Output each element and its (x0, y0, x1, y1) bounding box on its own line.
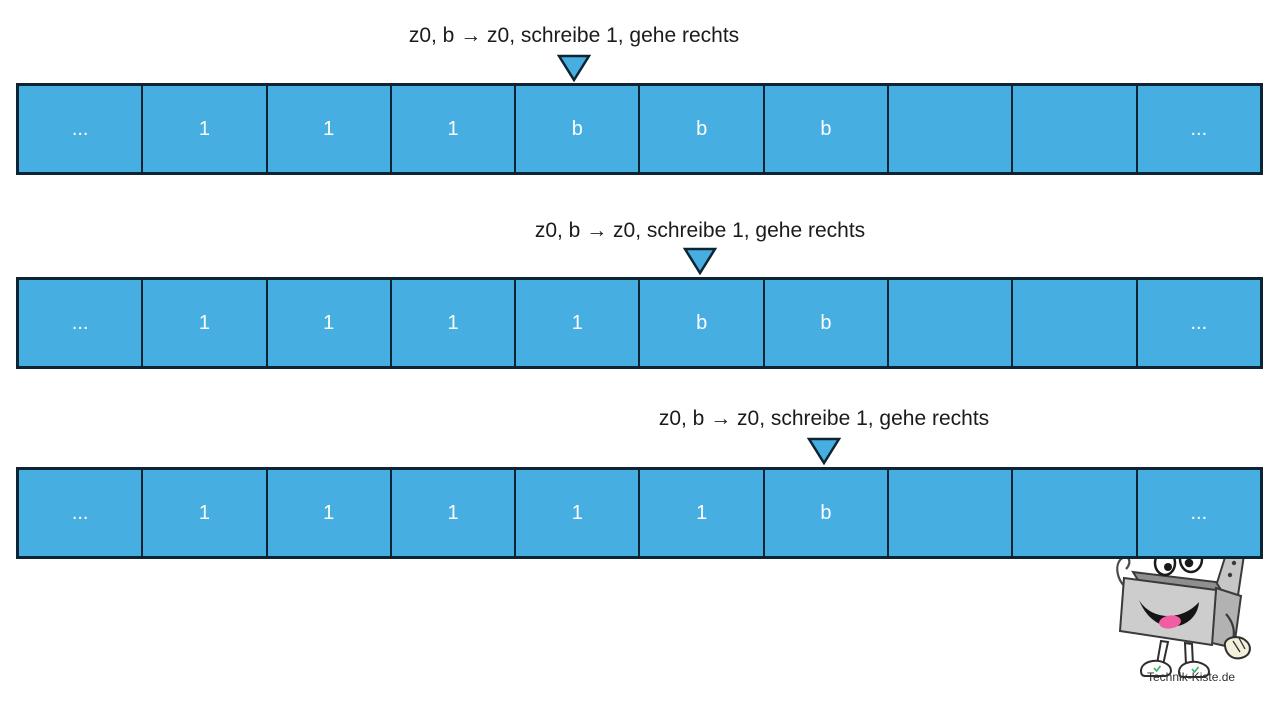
transition-rule-label: z0, b → z0, schreibe 1, gehe rechts (534, 219, 866, 242)
tape-head-pointer-icon (807, 437, 841, 465)
tape-cell: 1 (391, 86, 517, 172)
tape-cell: 1 (143, 86, 268, 172)
tape-cell-head: b (764, 470, 890, 556)
tape-cell (1013, 86, 1138, 172)
tape-cell-head: b (640, 280, 765, 366)
tape-head-pointer-icon (557, 54, 591, 82)
tape-cell: ... (19, 86, 144, 172)
tape-cell (889, 470, 1014, 556)
tape-cell: 1 (143, 280, 268, 366)
tape-head-pointer-icon (683, 247, 717, 275)
watermark-text: Technik-Kiste.de (1147, 670, 1236, 684)
tape-cell (1013, 470, 1138, 556)
tape-cell: b (764, 86, 890, 172)
tape-cell: b (764, 280, 890, 366)
tape-cell: 1 (267, 280, 392, 366)
tape-cell: ... (1137, 86, 1260, 172)
transition-rule-label: z0, b → z0, schreibe 1, gehe rechts (658, 407, 990, 430)
tape-cell: 1 (516, 470, 641, 556)
toolbox-mascot-icon (1116, 546, 1251, 678)
tape-cell: ... (19, 470, 144, 556)
tape-cell: 1 (391, 280, 517, 366)
tape-cell: 1 (391, 470, 517, 556)
tape-row-2: ... 1 1 1 1 b b ... (16, 277, 1263, 369)
tape-cell (1013, 280, 1138, 366)
tape-cell: ... (19, 280, 144, 366)
tape-cell: b (640, 86, 765, 172)
tape-cell: 1 (143, 470, 268, 556)
transition-rule-label: z0, b → z0, schreibe 1, gehe rechts (408, 24, 740, 47)
tape-cell-head: b (516, 86, 641, 172)
tape-cell: 1 (516, 280, 641, 366)
tape-cell: 1 (640, 470, 765, 556)
tape-row-3: ... 1 1 1 1 1 b ... (16, 467, 1263, 559)
tape-row-1: ... 1 1 1 b b b ... (16, 83, 1263, 175)
tape-cell (889, 280, 1014, 366)
tape-cell: ... (1137, 280, 1260, 366)
tape-cell: ... (1137, 470, 1260, 556)
tape-cell (889, 86, 1014, 172)
tape-cell: 1 (267, 470, 392, 556)
tape-cell: 1 (267, 86, 392, 172)
